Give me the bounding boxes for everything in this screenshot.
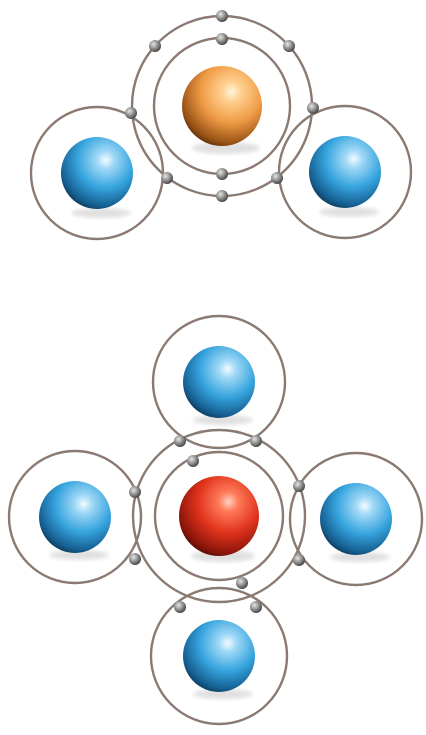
electron-icon — [250, 435, 262, 447]
electron-icon — [307, 102, 319, 114]
electron-icon — [129, 486, 141, 498]
blue-sphere-icon — [61, 137, 133, 209]
electron-icon — [216, 190, 228, 202]
electron-icon — [174, 601, 186, 613]
electron-icon — [216, 168, 228, 180]
blue-sphere-icon — [320, 483, 392, 555]
red-sphere-icon — [179, 476, 259, 556]
hydrogen-atom-left — [39, 481, 111, 560]
blue-sphere-icon — [183, 346, 255, 418]
electron-icon — [174, 435, 186, 447]
central-atom-top — [182, 66, 262, 154]
hydrogen-atom-left — [61, 137, 133, 218]
electron-icon — [293, 480, 305, 492]
top-molecule — [31, 10, 411, 239]
electron-icon — [216, 10, 228, 22]
blue-sphere-icon — [183, 620, 255, 692]
hydrogen-atom-top — [183, 346, 255, 425]
electron-icon — [216, 33, 228, 45]
hydrogen-atom-right — [309, 136, 381, 217]
electron-icon — [129, 553, 141, 565]
electron-icon — [149, 40, 161, 52]
bottom-molecule — [9, 316, 422, 724]
electron-icon — [161, 172, 173, 184]
blue-sphere-icon — [309, 136, 381, 208]
central-atom-bottom — [179, 476, 259, 562]
electron-icon — [236, 577, 248, 589]
blue-sphere-icon — [39, 481, 111, 553]
electron-icon — [271, 172, 283, 184]
electron-icon — [250, 601, 262, 613]
electron-icon — [293, 554, 305, 566]
electron-icon — [125, 107, 137, 119]
electron-icon — [187, 455, 199, 467]
orange-sphere-icon — [182, 66, 262, 146]
hydrogen-atom-right — [320, 483, 392, 562]
electron-icon — [283, 40, 295, 52]
hydrogen-atom-bottom — [183, 620, 255, 699]
